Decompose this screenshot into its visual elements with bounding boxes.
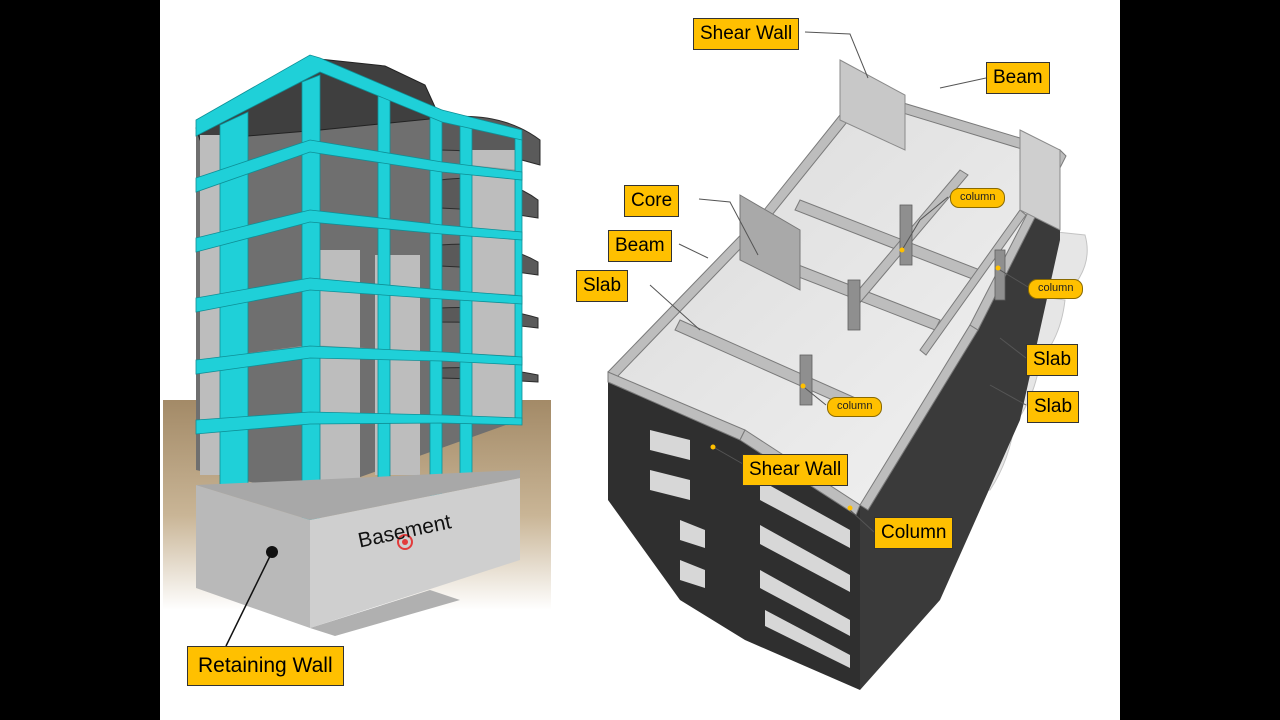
column-pill-2: column: [1028, 279, 1084, 299]
beam-label-left: Beam: [608, 230, 672, 262]
column-pill-3: column: [827, 397, 883, 417]
shear-wall-label-top: Shear Wall: [693, 18, 800, 50]
basement-top: [196, 470, 520, 520]
shear-wall-top-block: [839, 59, 906, 151]
front-floor-stripes: [650, 430, 850, 668]
basement-front: [196, 485, 310, 628]
retaining-wall-leader: [225, 551, 273, 647]
slab-label-right-2: Slab: [1027, 391, 1080, 423]
beam-label-top: Beam: [986, 62, 1050, 94]
shear-wall-label-mid: Shear Wall: [742, 454, 849, 486]
basement-marker: [397, 534, 413, 550]
column-pill-1: column: [950, 188, 1006, 208]
shear-wall-right: [1019, 129, 1061, 231]
slab-label-right-1: Slab: [1026, 344, 1079, 376]
basement-footing: [310, 590, 460, 636]
core-walls: [739, 194, 801, 291]
frame-beams: [195, 54, 523, 435]
building-diagrams: [163, 31, 1088, 690]
basement-side: [310, 478, 520, 628]
columns: [799, 204, 1006, 406]
basement-marker-dot: [402, 539, 408, 545]
left-building: [163, 54, 551, 647]
tower-side-face: [860, 150, 1060, 690]
retaining-wall-label: Retaining Wall: [187, 646, 344, 686]
column-label: Column: [874, 517, 954, 549]
slab-label-left: Slab: [576, 270, 629, 302]
core-label: Core: [624, 185, 680, 217]
right-building: [607, 31, 1088, 690]
slide: Retaining Wall Basement Shear Wall Beam …: [160, 0, 1120, 720]
leader-lines: [649, 31, 1029, 533]
leader-dots: [710, 247, 1001, 511]
